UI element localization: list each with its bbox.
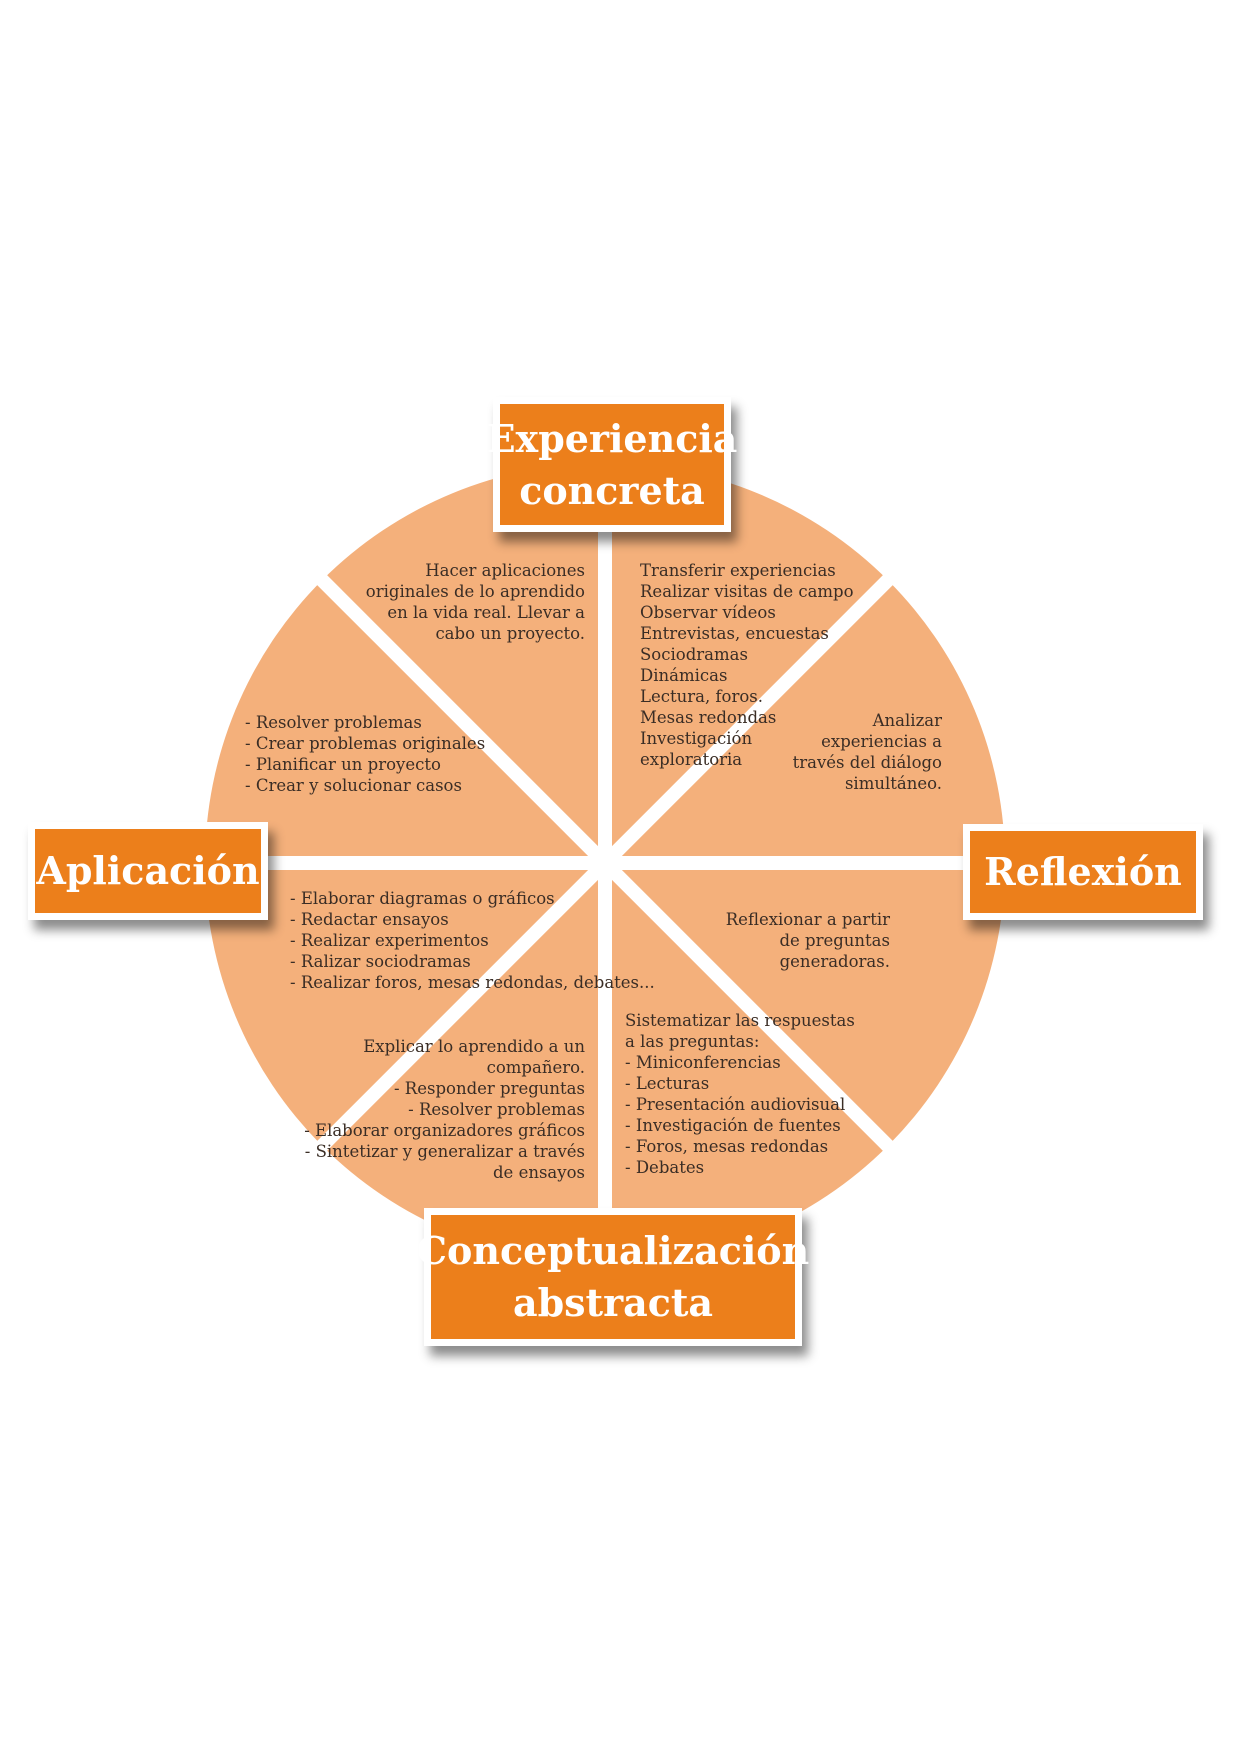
segment-line: - Realizar foros, mesas redondas, debate…	[290, 973, 655, 992]
segment-line: compañero.	[486, 1058, 585, 1077]
segment-line: - Elaborar diagramas o gráficos	[290, 889, 555, 908]
segment-line: Sistematizar las respuestas	[625, 1011, 855, 1030]
segment-line: originales de lo aprendido	[365, 582, 585, 601]
segment-line: - Lecturas	[625, 1074, 710, 1093]
segment-line: Lectura, foros.	[640, 687, 764, 706]
segment-line: - Debates	[625, 1158, 705, 1177]
segment-left-lower-text: - Elaborar diagramas o gráficos - Redacta…	[290, 888, 655, 993]
segment-line: generadoras.	[779, 952, 890, 971]
stage-label-experiencia-concreta: Experiencia concreta	[487, 397, 737, 532]
segment-left-upper-text: - Resolver problemas - Crear problemas or…	[245, 712, 485, 796]
segment-line: de preguntas	[779, 931, 890, 950]
segment-line: - Elaborar organizadores gráficos	[304, 1121, 585, 1140]
segment-line: Observar vídeos	[640, 603, 776, 622]
segment-line: - Foros, mesas redondas	[625, 1137, 829, 1156]
stage-label-line: Experiencia	[486, 415, 738, 461]
segment-line: Entrevistas, encuestas	[640, 624, 829, 643]
segment-line: través del diálogo	[792, 753, 942, 772]
stage-label-line: concreta	[519, 467, 705, 513]
segment-line: - Presentación audiovisual	[625, 1095, 846, 1114]
stage-label-line: abstracta	[512, 1280, 714, 1325]
stage-label-aplicacion: Aplicación	[28, 822, 268, 920]
stage-label-reflexion: Reflexión	[963, 824, 1203, 920]
segment-line: - Redactar ensayos	[290, 910, 449, 929]
stage-label-conceptualizacion-abstracta: Conceptualización abstracta	[417, 1208, 809, 1346]
segment-right-lower-text: Reflexionar a partir de preguntas generado…	[726, 909, 890, 972]
segment-line: Explicar lo aprendido a un	[363, 1037, 585, 1056]
stage-label-line: Reflexión	[984, 849, 1182, 894]
segment-line: Mesas redondas	[640, 708, 777, 727]
segment-line: Realizar visitas de campo	[640, 582, 854, 601]
segment-line: Sociodramas	[640, 645, 748, 664]
segment-line: a las preguntas:	[625, 1032, 760, 1051]
segment-line: - Responder preguntas	[393, 1079, 585, 1098]
segment-bottom-left-text: Explicar lo aprendido a un compañero. - Re…	[304, 1036, 585, 1183]
segment-line: - Resolver problemas	[245, 713, 422, 732]
stage-label-line: Conceptualización	[416, 1228, 810, 1273]
segment-line: Dinámicas	[640, 666, 728, 685]
segment-line: - Sintetizar y generalizar a través	[304, 1142, 585, 1161]
segment-line: Transferir experiencias	[640, 561, 836, 580]
segment-line: - Crear y solucionar casos	[245, 776, 462, 795]
wheel-center	[591, 849, 619, 877]
segment-line: Reflexionar a partir	[725, 910, 890, 929]
segment-line: experiencias a	[821, 732, 942, 751]
segment-line: Hacer aplicaciones	[425, 561, 585, 580]
segment-line: - Resolver problemas	[408, 1100, 585, 1119]
segment-top-left-text: Hacer aplicaciones originales de lo apren…	[366, 560, 585, 644]
segment-line: - Investigación de fuentes	[625, 1116, 841, 1135]
segment-line: - Realizar experimentos	[290, 931, 489, 950]
segment-line: simultáneo.	[844, 774, 942, 793]
segment-right-upper-text: Analizar experiencias a través del diálogo…	[793, 710, 942, 794]
segment-line: en la vida real. Llevar a	[387, 603, 585, 622]
segment-line: - Miniconferencias	[625, 1053, 781, 1072]
stage-label-line: Aplicación	[36, 848, 260, 893]
segment-line: - Planificar un proyecto	[245, 755, 441, 774]
segment-line: - Crear problemas originales	[245, 734, 486, 753]
segment-line: Investigación	[640, 729, 753, 748]
segment-line: Analizar	[872, 711, 942, 730]
segment-bottom-right-text: Sistematizar las respuestas a las pregunt…	[625, 1010, 855, 1178]
segment-line: de ensayos	[493, 1163, 585, 1182]
segment-line: - Ralizar sociodramas	[290, 952, 471, 971]
segment-line: cabo un proyecto.	[435, 624, 585, 643]
segment-line: exploratoria	[640, 750, 743, 769]
